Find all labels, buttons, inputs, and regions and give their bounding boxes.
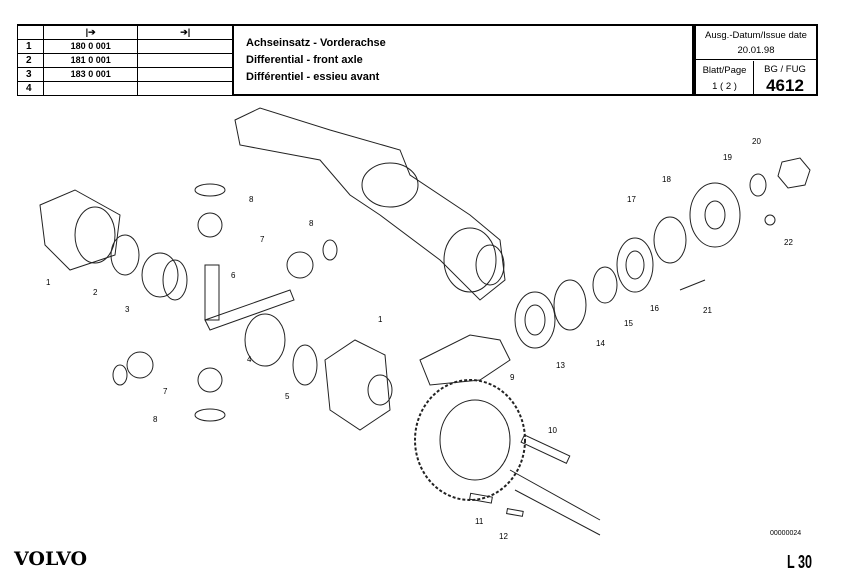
pin-12 bbox=[506, 508, 524, 517]
callout: 16 bbox=[650, 304, 659, 313]
callout: 8 bbox=[153, 415, 158, 424]
title-french: Différentiel - essieu avant bbox=[246, 71, 380, 83]
page-number: 1 ( 2 ) bbox=[712, 81, 737, 92]
thrust-washer bbox=[110, 234, 140, 276]
group-number: 4612 bbox=[766, 76, 804, 95]
differential-case-left bbox=[39, 189, 121, 271]
differential-case-right bbox=[324, 339, 393, 431]
side-gear bbox=[141, 252, 188, 301]
callout: 1 bbox=[378, 315, 383, 324]
issue-info-block: Ausg.-Datum/Issue date 20.01.98 Blatt/Pag… bbox=[694, 24, 818, 96]
title-block: Achseinsatz - Vorderachse Differential -… bbox=[233, 24, 694, 96]
pin-11 bbox=[469, 492, 493, 504]
callout: 6 bbox=[231, 271, 236, 280]
callout: 21 bbox=[703, 306, 712, 315]
group-label: BG / FUG bbox=[764, 64, 806, 75]
callout: 12 bbox=[499, 532, 508, 541]
callout: 7 bbox=[260, 235, 265, 244]
callout: 7 bbox=[163, 387, 168, 396]
callout: 2 bbox=[93, 288, 98, 297]
nut-22 bbox=[764, 214, 776, 226]
page-label: Blatt/Page bbox=[702, 65, 747, 76]
bolt-21 bbox=[679, 279, 706, 291]
exploded-view-drawing bbox=[39, 107, 811, 536]
drawing-code: 00000024 bbox=[770, 530, 802, 537]
spacer-15 bbox=[592, 266, 618, 304]
bolt bbox=[520, 434, 571, 464]
volvo-logo: VOLVO bbox=[14, 548, 88, 570]
callout: 9 bbox=[510, 373, 515, 382]
issue-date-label: Ausg.-Datum/Issue date bbox=[705, 30, 807, 41]
callout: 15 bbox=[624, 319, 633, 328]
callout: 1 bbox=[46, 278, 51, 287]
pinion-gears bbox=[112, 183, 338, 422]
callout: 14 bbox=[596, 339, 605, 348]
callout: 3 bbox=[125, 305, 130, 314]
callout: 4 bbox=[247, 355, 252, 364]
spider-shaft bbox=[204, 264, 220, 321]
arrow-right-from-bar-icon: |➔ bbox=[42, 24, 139, 40]
title-english: Differential - front axle bbox=[246, 54, 363, 66]
callout: 20 bbox=[752, 137, 761, 146]
table-row: 4 bbox=[17, 80, 233, 96]
cross-pin bbox=[204, 289, 295, 331]
callout: 8 bbox=[309, 219, 314, 228]
differential-spider bbox=[244, 313, 286, 367]
bearing-13 bbox=[514, 291, 556, 349]
model-name: L 30 bbox=[787, 552, 812, 572]
callout: 13 bbox=[556, 361, 565, 370]
title-german: Achseinsatz - Vorderachse bbox=[246, 37, 386, 49]
shim-14 bbox=[553, 279, 587, 331]
pinion-shaft bbox=[419, 334, 511, 386]
callout: 5 bbox=[285, 392, 290, 401]
axle-housing bbox=[234, 107, 506, 301]
washer-19 bbox=[749, 173, 767, 197]
callout: 10 bbox=[548, 426, 557, 435]
seal-17 bbox=[653, 216, 687, 264]
nut-20 bbox=[777, 157, 811, 189]
thrust-washer-right bbox=[292, 344, 318, 386]
callout: 19 bbox=[723, 153, 732, 162]
callout: 11 bbox=[475, 517, 484, 526]
crown-wheel bbox=[414, 379, 526, 501]
arrow-right-to-bar-icon: ➔| bbox=[137, 24, 233, 40]
callout: 18 bbox=[662, 175, 671, 184]
issue-date: 20.01.98 bbox=[737, 45, 775, 56]
callout: 8 bbox=[249, 195, 254, 204]
callout: 17 bbox=[627, 195, 636, 204]
callout: 22 bbox=[784, 238, 793, 247]
drive-shaft bbox=[509, 469, 601, 536]
flange-18 bbox=[689, 182, 741, 248]
bearing-16 bbox=[616, 237, 654, 293]
